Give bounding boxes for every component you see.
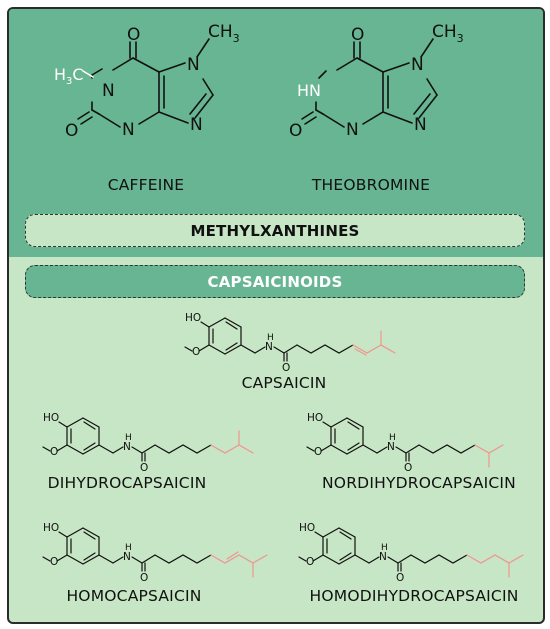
dihydrocapsaicin-nh-h: H	[125, 433, 132, 443]
caffeine-o2: O	[65, 121, 78, 141]
nordihydrocapsaicin-o-methoxy: O	[314, 446, 322, 458]
capsaicin-ho: HO	[185, 312, 201, 324]
theobromine-label: THEOBROMINE	[311, 176, 431, 194]
infographic-frame: O O N N N N CH3 H3C CAFFEINE	[7, 7, 545, 624]
theobromine-n7: N	[411, 55, 424, 75]
homocapsaicin-ho: HO	[43, 522, 59, 534]
capsaicin-nh-h: H	[267, 333, 274, 343]
homodihydrocapsaicin-label: HOMODIHYDROCAPSAICIN	[309, 587, 519, 605]
theobromine-structure: O O N N N CH3 HN	[289, 22, 464, 141]
capsaicin-n: N	[265, 341, 273, 353]
nordihydrocapsaicin-skeleton	[306, 417, 504, 468]
homocapsaicin-label: HOMOCAPSAICIN	[66, 587, 202, 605]
capsaicin-skeleton	[184, 317, 396, 362]
caffeine-n1: N	[102, 81, 115, 101]
caffeine-n3: N	[122, 120, 135, 140]
dihydrocapsaicin-o-carbonyl: O	[140, 462, 148, 474]
homodihydrocapsaicin-o-methoxy: O	[306, 556, 314, 568]
homodihydrocapsaicin-ho: HO	[299, 522, 315, 534]
dihydrocapsaicin-n: N	[123, 441, 131, 453]
theobromine-hn: HN	[297, 81, 321, 100]
caffeine-n9: N	[190, 115, 203, 135]
dihydrocapsaicin-label: DIHYDROCAPSAICIN	[47, 474, 207, 492]
theobromine-ch3-top: CH3	[432, 22, 464, 45]
caffeine-o6: O	[127, 25, 140, 45]
theobromine-n3: N	[346, 120, 359, 140]
nordihydrocapsaicin-nh-h: H	[389, 433, 396, 443]
dihydrocapsaicin-ho: HO	[43, 412, 59, 424]
theobromine-n9: N	[414, 115, 427, 135]
homodihydrocapsaicin-nh-h: H	[381, 543, 388, 553]
homodihydrocapsaicin-o-carbonyl: O	[396, 572, 404, 584]
methylxanthines-heading: METHYLXANTHINES	[25, 214, 525, 247]
homocapsaicin-skeleton	[42, 527, 268, 578]
capsaicin-label: CAPSAICIN	[241, 374, 327, 392]
homocapsaicin-o-methoxy: O	[50, 556, 58, 568]
homocapsaicin-nh-h: H	[125, 543, 132, 553]
nordihydrocapsaicin-o-carbonyl: O	[404, 462, 412, 474]
theobromine-o6: O	[351, 25, 364, 45]
capsaicin-o-carbonyl: O	[282, 362, 290, 374]
capsaicin-o-methoxy: O	[192, 346, 200, 358]
caffeine-h3c: H3C	[54, 65, 84, 87]
caffeine-structure: O O N N N N CH3 H3C	[54, 22, 240, 141]
homocapsaicin-o-carbonyl: O	[140, 572, 148, 584]
nordihydrocapsaicin-label: NORDIHYDROCAPSAICIN	[322, 474, 516, 492]
capsaicinoid-structures: HO O N H O HO O N H O	[42, 312, 524, 584]
caffeine-n7: N	[187, 55, 200, 75]
homodihydrocapsaicin-skeleton	[298, 527, 524, 578]
nordihydrocapsaicin-n: N	[387, 441, 395, 453]
capsaicinoids-heading: CAPSAICINOIDS	[25, 265, 525, 298]
dihydrocapsaicin-o-methoxy: O	[50, 446, 58, 458]
dihydrocapsaicin-skeleton	[42, 417, 254, 462]
caffeine-label: CAFFEINE	[107, 176, 185, 194]
homocapsaicin-n: N	[123, 551, 131, 563]
theobromine-o2: O	[289, 121, 302, 141]
homodihydrocapsaicin-n: N	[379, 551, 387, 563]
nordihydrocapsaicin-ho: HO	[307, 412, 323, 424]
caffeine-ch3-top: CH3	[208, 22, 240, 45]
